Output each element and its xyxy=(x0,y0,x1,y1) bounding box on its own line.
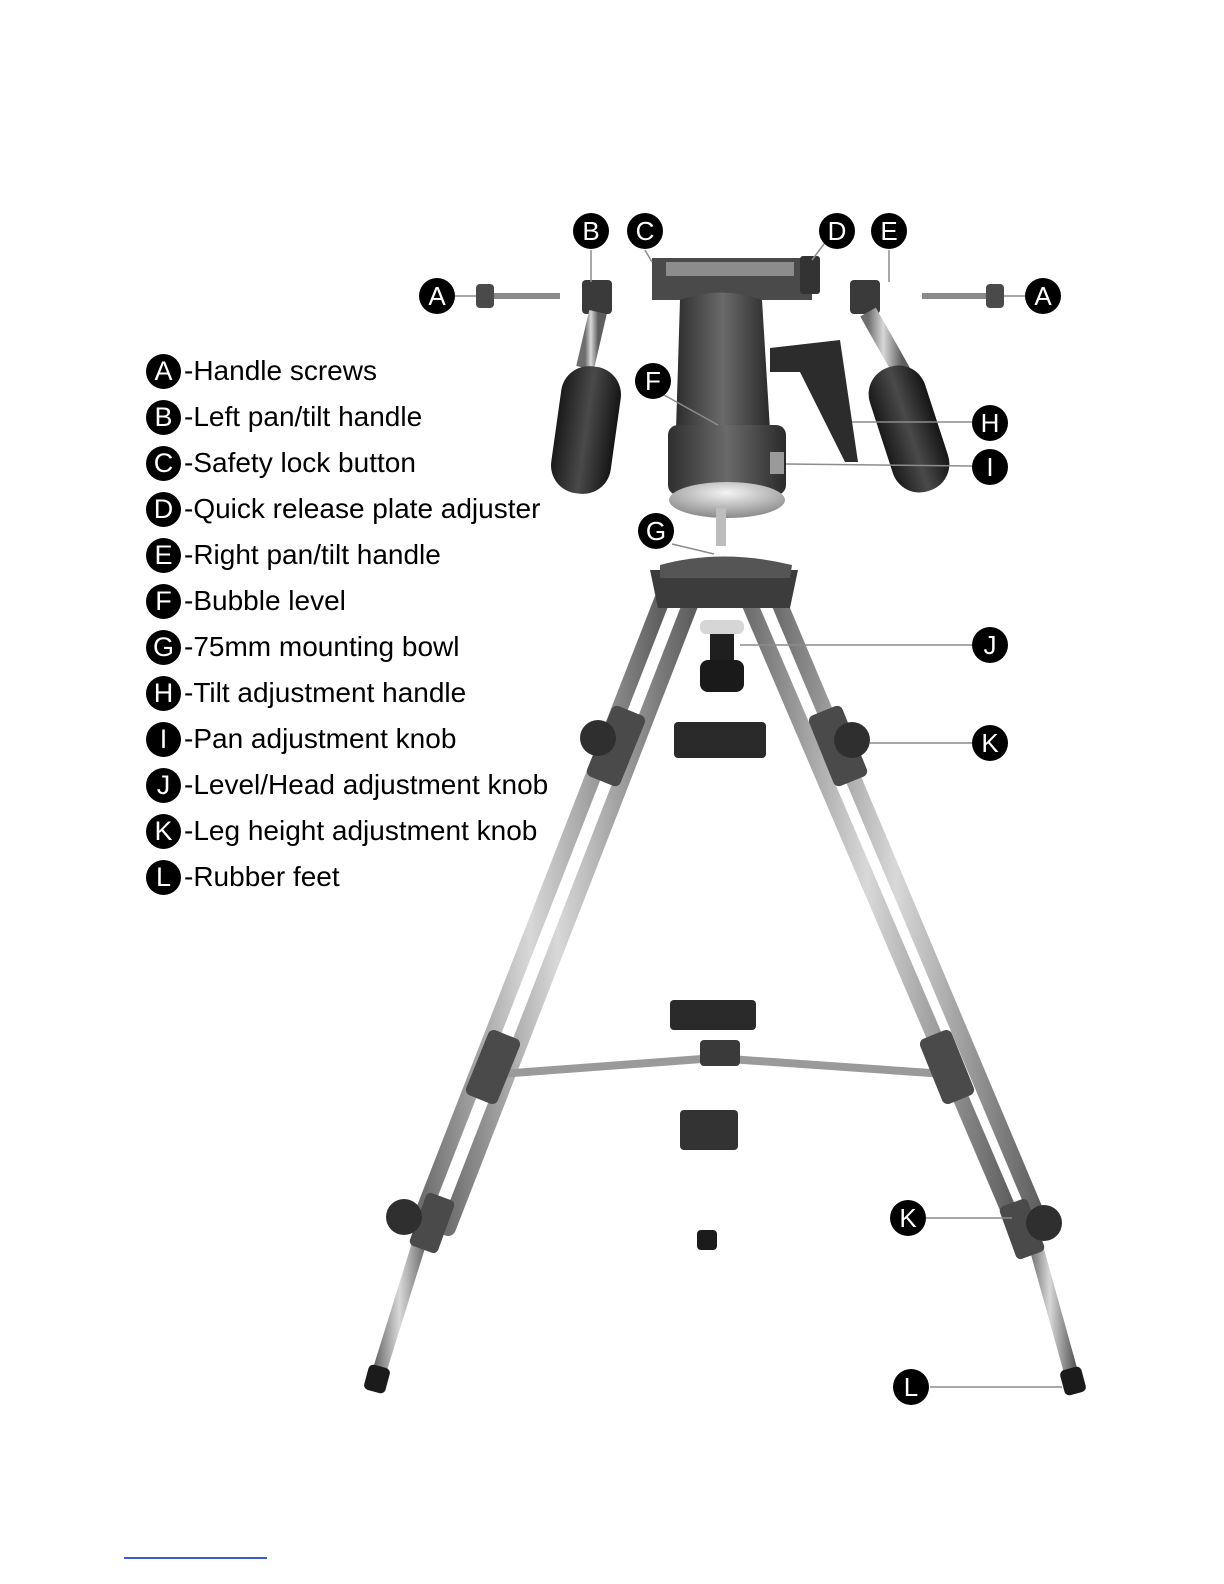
legend-item-g: G-75mm mounting bowl xyxy=(146,624,548,670)
callout-k-upper: K xyxy=(972,725,1008,761)
rubber-feet xyxy=(363,1230,1087,1396)
svg-text:H: H xyxy=(981,408,1000,438)
footer-rule xyxy=(124,1557,267,1559)
svg-text:G: G xyxy=(646,516,666,546)
legend-dash: - xyxy=(184,723,193,755)
callout-b: B xyxy=(573,213,609,249)
legend-label: Pan adjustment knob xyxy=(193,723,456,755)
svg-text:F: F xyxy=(645,366,661,396)
legend-letter-badge: F xyxy=(146,584,181,619)
callout-a-left: A xyxy=(419,278,455,314)
legend-dash: - xyxy=(184,769,193,801)
legend-dash: - xyxy=(184,585,193,617)
legend-label: Bubble level xyxy=(193,585,346,617)
callout-c: C xyxy=(627,213,663,249)
legend-item-k: K-Leg height adjustment knob xyxy=(146,808,548,854)
legend-item-j: J-Level/Head adjustment knob xyxy=(146,762,548,808)
left-pan-tilt-handle xyxy=(547,280,624,498)
legend-item-d: D-Quick release plate adjuster xyxy=(146,486,548,532)
legend-dash: - xyxy=(184,861,193,893)
right-pan-tilt-handle xyxy=(850,280,957,500)
legend-letter-badge: H xyxy=(146,676,181,711)
legend-letter-badge: A xyxy=(146,354,181,389)
svg-text:K: K xyxy=(899,1203,917,1233)
legend-label: Left pan/tilt handle xyxy=(193,401,422,433)
legend-letter-badge: C xyxy=(146,446,181,481)
legend-item-i: I-Pan adjustment knob xyxy=(146,716,548,762)
legend-letter-badge: L xyxy=(146,860,181,895)
legend-dash: - xyxy=(184,355,193,387)
legend-letter-badge: K xyxy=(146,814,181,849)
svg-text:B: B xyxy=(582,216,599,246)
callout-a-right: A xyxy=(1025,278,1061,314)
svg-text:D: D xyxy=(828,216,847,246)
legend-dash: - xyxy=(184,447,193,479)
callout-d: D xyxy=(819,213,855,249)
svg-text:I: I xyxy=(986,452,993,482)
legend-item-e: E-Right pan/tilt handle xyxy=(146,532,548,578)
legend-label: 75mm mounting bowl xyxy=(193,631,459,663)
legend-letter-badge: E xyxy=(146,538,181,573)
legend-label: Quick release plate adjuster xyxy=(193,493,540,525)
legend-label: Leg height adjustment knob xyxy=(193,815,537,847)
legend-item-l: L-Rubber feet xyxy=(146,854,548,900)
legend-dash: - xyxy=(184,493,193,525)
legend-label: Rubber feet xyxy=(193,861,339,893)
callout-g: G xyxy=(638,513,674,549)
legend-label: Right pan/tilt handle xyxy=(193,539,441,571)
legend-item-a: A-Handle screws xyxy=(146,348,548,394)
callout-j: J xyxy=(972,627,1008,663)
svg-text:J: J xyxy=(984,630,997,660)
legend-item-b: B-Left pan/tilt handle xyxy=(146,394,548,440)
fluid-head xyxy=(652,256,858,546)
legend-letter-badge: I xyxy=(146,722,181,757)
svg-text:C: C xyxy=(636,216,655,246)
legend-dash: - xyxy=(184,401,193,433)
callout-h: H xyxy=(972,405,1008,441)
legend-dash: - xyxy=(184,539,193,571)
callout-f: F xyxy=(635,363,671,399)
legend-item-c: C-Safety lock button xyxy=(146,440,548,486)
legend-label: Level/Head adjustment knob xyxy=(193,769,548,801)
legend-label: Handle screws xyxy=(193,355,377,387)
legend-dash: - xyxy=(184,631,193,663)
legend-letter-badge: J xyxy=(146,768,181,803)
legend-dash: - xyxy=(184,677,193,709)
svg-text:A: A xyxy=(428,281,446,311)
svg-text:E: E xyxy=(880,216,897,246)
legend-letter-badge: B xyxy=(146,400,181,435)
legend-letter-badge: G xyxy=(146,630,181,665)
callout-i: I xyxy=(972,449,1008,485)
callout-k-lower: K xyxy=(890,1200,926,1236)
legend-item-h: H-Tilt adjustment handle xyxy=(146,670,548,716)
legend-label: Tilt adjustment handle xyxy=(193,677,466,709)
legend-label: Safety lock button xyxy=(193,447,416,479)
svg-text:K: K xyxy=(981,728,999,758)
legend-letter-badge: D xyxy=(146,492,181,527)
legend-dash: - xyxy=(184,815,193,847)
svg-text:L: L xyxy=(904,1372,918,1402)
legend-item-f: F-Bubble level xyxy=(146,578,548,624)
callout-e: E xyxy=(871,213,907,249)
svg-text:A: A xyxy=(1034,281,1052,311)
callout-l: L xyxy=(893,1369,929,1405)
